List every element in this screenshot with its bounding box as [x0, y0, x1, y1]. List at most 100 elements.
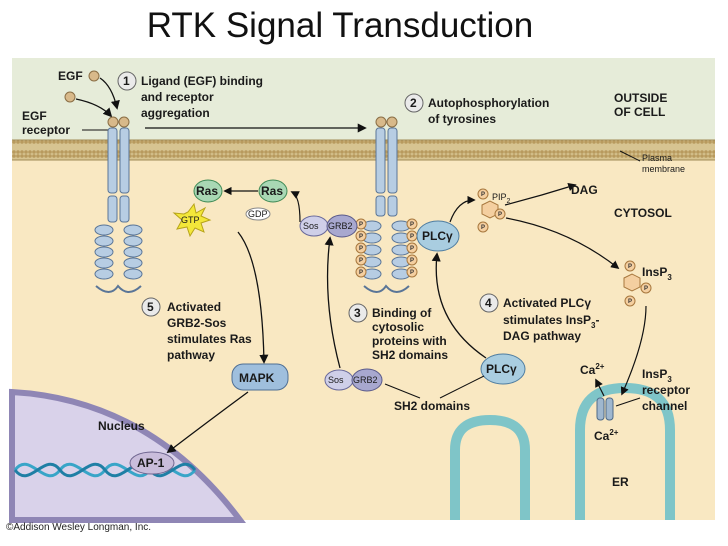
svg-text:Autophosphorylation: Autophosphorylation	[428, 96, 549, 110]
pip2-to-dag-arrow	[504, 183, 577, 206]
outside-cell-label-2: OF CELL	[614, 105, 665, 119]
grb2-binding-arrow	[324, 236, 341, 369]
svg-text:P: P	[481, 225, 485, 231]
svg-text:aggregation: aggregation	[141, 106, 210, 120]
svg-text:P: P	[359, 234, 363, 240]
plc-to-pip2-arrow	[449, 195, 476, 223]
svg-text:5: 5	[147, 300, 154, 314]
ras-active-label: Ras	[196, 184, 218, 198]
insp3-phosphate-3	[624, 295, 636, 307]
svg-text:P: P	[498, 212, 502, 218]
svg-text:GRB2-Sos: GRB2-Sos	[167, 316, 227, 330]
ca-outside-label: Ca2+	[580, 362, 605, 377]
cytosol-label: CYTOSOL	[614, 206, 672, 220]
receptor-phosphates-right: P P P P P	[406, 218, 418, 278]
insp3-receptor-pointer	[615, 397, 641, 407]
step-1: 1 Ligand (EGF) binding and receptor aggr…	[117, 71, 263, 120]
dag-label: DAG	[571, 183, 598, 197]
svg-text:P: P	[410, 234, 414, 240]
plasma-membrane-pointer	[619, 150, 641, 162]
insp3-channel-left	[596, 397, 605, 421]
insp3-receptor-label-2: receptor	[642, 383, 690, 397]
gtp-label: GTP	[181, 215, 200, 225]
svg-text:2: 2	[410, 96, 417, 110]
slide-title: RTK Signal Transduction	[146, 6, 534, 45]
insp3-phosphate-1	[624, 260, 636, 272]
plc-binding-arrow	[431, 252, 487, 359]
pip2-phosphate-2	[494, 208, 506, 220]
insp3-ring	[623, 273, 641, 292]
svg-text:cytosolic: cytosolic	[372, 320, 424, 334]
receptor-phosphates-left: P P P P P	[355, 218, 367, 278]
plc-free	[480, 353, 526, 385]
insp3-label: InsP3	[642, 265, 672, 282]
plc-bound-label: PLCγ	[422, 229, 453, 243]
svg-text:P: P	[410, 246, 414, 252]
svg-text:P: P	[359, 270, 363, 276]
insp3-receptor-label-1: InsP3	[642, 367, 672, 384]
svg-text:of tyrosines: of tyrosines	[428, 112, 496, 126]
plasma-membrane	[12, 140, 715, 160]
grb2-free-label: GRB2	[353, 375, 378, 385]
svg-text:DAG pathway: DAG pathway	[503, 329, 581, 343]
egf-binding-arrow-1	[99, 77, 120, 110]
ap1-label: AP-1	[137, 456, 165, 470]
egf-ligand-2	[64, 91, 76, 103]
ap1-protein	[129, 451, 175, 475]
dna-strand-2	[13, 462, 197, 478]
egf-binding-arrow-2	[75, 98, 113, 118]
grb2-bound	[326, 214, 358, 238]
ras-inactive	[258, 179, 288, 203]
plasma-membrane-label-2: membrane	[642, 164, 685, 174]
svg-text:proteins with: proteins with	[372, 334, 447, 348]
ras-active	[193, 179, 223, 203]
nucleus-label: Nucleus	[98, 419, 145, 433]
sh2-pointer-1	[384, 383, 421, 399]
svg-text:P: P	[628, 299, 632, 305]
svg-text:P: P	[359, 246, 363, 252]
svg-text:P: P	[410, 258, 414, 264]
sh2-domains-label: SH2 domains	[394, 399, 470, 413]
plc-free-label: PLCγ	[486, 362, 517, 376]
mapk-to-ap1-arrow	[166, 391, 249, 454]
sos-to-ras-arrow	[290, 191, 301, 223]
egf-receptor-dimer-1	[94, 116, 143, 293]
grb2-free	[351, 368, 383, 392]
er-membrane-left	[450, 414, 530, 520]
pip2-phosphate-1	[477, 188, 489, 200]
mapk-label: MAPK	[239, 371, 275, 385]
svg-text:stimulates Ras: stimulates Ras	[167, 332, 252, 346]
svg-text:Ligand (EGF) binding: Ligand (EGF) binding	[141, 74, 263, 88]
svg-text:P: P	[644, 286, 648, 292]
step-5: 5 Activated GRB2-Sos stimulates Ras path…	[141, 297, 252, 362]
insp3-to-channel-arrow	[620, 305, 647, 396]
svg-text:Activated PLCγ: Activated PLCγ	[503, 296, 591, 310]
svg-text:SH2 domains: SH2 domains	[372, 348, 448, 362]
svg-text:4: 4	[485, 296, 492, 310]
gdp-label: GDP	[248, 209, 268, 219]
pip2-label: PIP2	[492, 192, 511, 205]
gtp-burst	[172, 202, 212, 238]
svg-text:3: 3	[354, 306, 361, 320]
insp3-phosphate-2	[640, 282, 652, 294]
plc-bound	[416, 220, 460, 252]
ca-release-arrow	[595, 378, 605, 397]
insp3-channel-right	[605, 397, 614, 421]
sos-free-label: Sos	[328, 375, 344, 385]
er-label: ER	[612, 475, 629, 489]
svg-text:Activated: Activated	[167, 300, 221, 314]
ras-inactive-label: Ras	[261, 184, 283, 198]
svg-text:stimulates InsP3-: stimulates InsP3-	[503, 313, 599, 330]
copyright-credit: ©Addison Wesley Longman, Inc.	[6, 522, 152, 533]
step-4: 4 Activated PLCγ stimulates InsP3- DAG p…	[479, 293, 599, 343]
outside-cell-label-1: OUTSIDE	[614, 91, 667, 105]
svg-text:P: P	[359, 258, 363, 264]
svg-text:P: P	[628, 264, 632, 270]
grb2-bound-label: GRB2	[328, 221, 353, 231]
pip2-to-insp3-arrow	[505, 217, 620, 270]
svg-text:and receptor: and receptor	[141, 90, 214, 104]
svg-text:P: P	[359, 222, 363, 228]
egf-ligand	[88, 70, 100, 82]
gdp-blob	[245, 207, 271, 221]
